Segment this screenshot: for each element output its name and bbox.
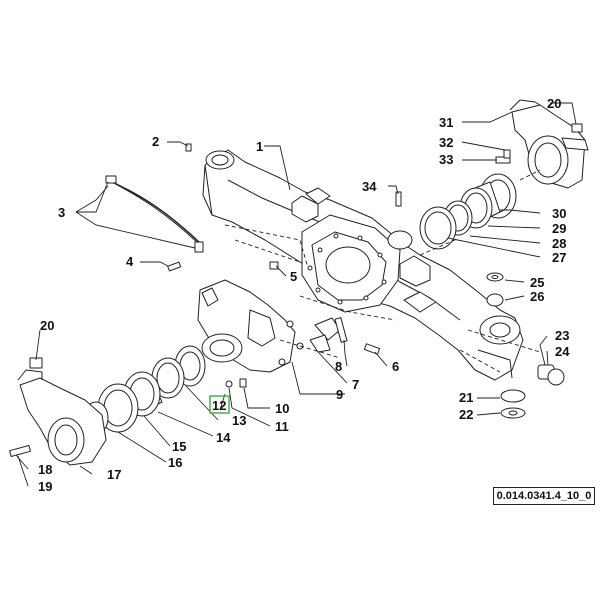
callout-24: 24 — [555, 344, 570, 359]
callout-15: 15 — [172, 439, 186, 454]
left-knuckle-housing — [197, 279, 304, 373]
callout-12-highlight — [209, 395, 230, 414]
callout-6: 6 — [392, 359, 399, 374]
callout-28: 28 — [552, 236, 566, 251]
callout-20-right: 20 — [547, 96, 561, 111]
callout-29: 29 — [552, 221, 566, 236]
callout-labels: 1 2 3 4 5 6 7 8 9 10 11 12 13 14 15 16 1… — [38, 96, 570, 494]
callout-34: 34 — [362, 179, 377, 194]
callout-16: 16 — [168, 455, 182, 470]
callout-1: 1 — [256, 139, 263, 154]
leader-lines — [15, 102, 577, 487]
callout-19: 19 — [38, 479, 52, 494]
callout-20-left: 20 — [40, 318, 54, 333]
callout-7: 7 — [352, 377, 359, 392]
callout-9: 9 — [336, 387, 343, 402]
right-ring-set — [419, 173, 517, 250]
callout-22: 22 — [459, 407, 473, 422]
callout-21: 21 — [459, 390, 473, 405]
callout-25: 25 — [530, 275, 544, 290]
sensor-cable — [105, 143, 204, 272]
callout-31: 31 — [439, 115, 453, 130]
callout-13: 13 — [232, 413, 246, 428]
callout-2: 2 — [152, 134, 159, 149]
callout-5: 5 — [290, 269, 297, 284]
right-swivel-housing — [509, 99, 589, 189]
callout-18: 18 — [38, 462, 52, 477]
center-brackets — [225, 317, 348, 388]
right-small-parts — [269, 149, 565, 419]
callout-27: 27 — [552, 250, 566, 265]
callout-26: 26 — [530, 289, 544, 304]
callout-14: 14 — [216, 430, 231, 445]
axle-housing — [202, 149, 524, 381]
left-swivel-housing — [9, 357, 107, 466]
callout-11: 11 — [275, 419, 289, 434]
left-seal-rings — [83, 345, 206, 435]
callout-4: 4 — [126, 254, 134, 269]
callout-30: 30 — [552, 206, 566, 221]
dashed-construction-lines — [224, 169, 541, 373]
callout-3: 3 — [58, 205, 65, 220]
callout-12: 12 — [212, 398, 226, 413]
callout-8: 8 — [335, 359, 342, 374]
callout-32: 32 — [439, 135, 453, 150]
callout-33: 33 — [439, 152, 453, 167]
callout-23: 23 — [555, 328, 569, 343]
callout-17: 17 — [107, 467, 121, 482]
reference-code-box: 0.014.0341.4_10_0 — [493, 487, 595, 505]
callout-10: 10 — [275, 401, 289, 416]
